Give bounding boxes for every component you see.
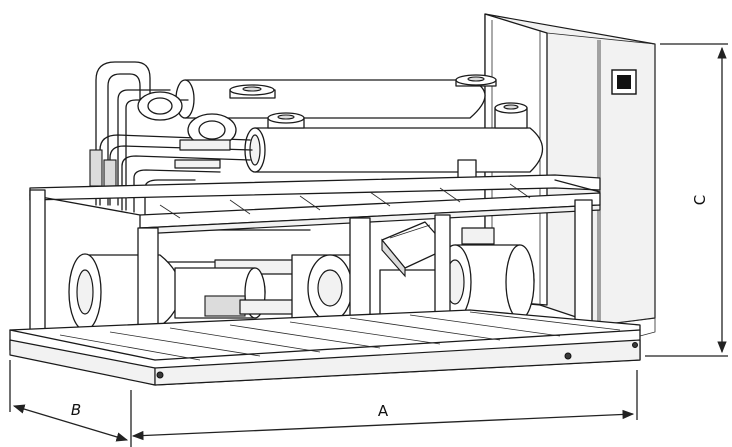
dimension-label-a: A <box>378 402 389 420</box>
display-panel-icon <box>611 69 637 95</box>
frame-base <box>9 309 641 386</box>
dimension-a: A <box>130 370 638 447</box>
heat-exchanger-rear <box>175 74 497 119</box>
dimension-label-c: C <box>691 195 709 205</box>
dimension-b: B <box>9 360 129 442</box>
compressor-middle <box>291 254 451 322</box>
dimension-c: C <box>645 43 728 357</box>
dimension-label-b: B <box>71 401 81 419</box>
heat-exchanger-front <box>244 102 544 187</box>
junction-box <box>381 221 449 278</box>
